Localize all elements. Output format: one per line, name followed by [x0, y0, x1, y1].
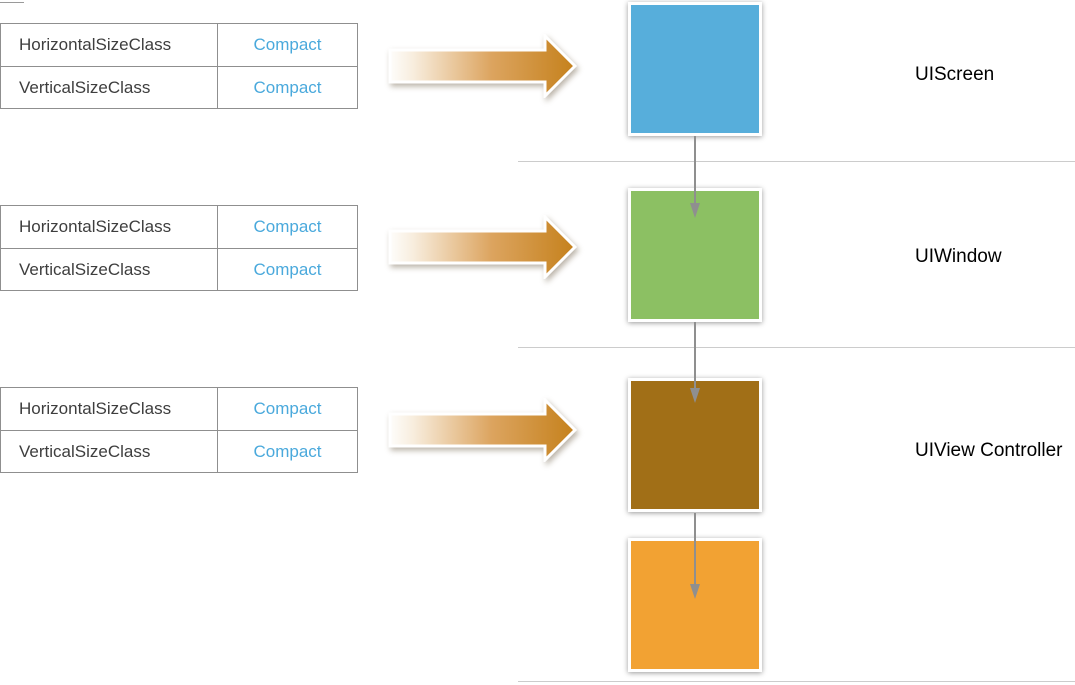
table-row: HorizontalSizeClass Compact: [1, 206, 357, 248]
uiviewcontroller-label: UIView Controller: [915, 440, 1063, 461]
down-arrow-connector: [690, 513, 700, 599]
uiscreen-node-square: [628, 2, 762, 136]
connector-line: [694, 513, 696, 585]
size-class-table-uiscreen: HorizontalSizeClass Compact VerticalSize…: [0, 23, 358, 109]
connector-line: [694, 136, 696, 204]
size-class-label: HorizontalSizeClass: [1, 24, 218, 66]
table-row: VerticalSizeClass Compact: [1, 430, 357, 472]
size-class-label: HorizontalSizeClass: [1, 206, 218, 248]
right-arrow-icon: [388, 398, 578, 462]
size-class-label: VerticalSizeClass: [1, 67, 218, 108]
right-arrow-icon: [388, 34, 578, 98]
size-class-label: HorizontalSizeClass: [1, 388, 218, 430]
connector-line: [694, 322, 696, 389]
table-row: VerticalSizeClass Compact: [1, 66, 357, 108]
table-row: HorizontalSizeClass Compact: [1, 24, 357, 66]
size-class-table-uiviewcontroller: HorizontalSizeClass Compact VerticalSize…: [0, 387, 358, 473]
section-divider-line: [518, 161, 1075, 162]
down-arrowhead-icon: [690, 203, 700, 218]
table-row: HorizontalSizeClass Compact: [1, 388, 357, 430]
size-class-value: Compact: [253, 399, 322, 418]
size-class-value: Compact: [253, 78, 322, 97]
section-divider-line: [518, 347, 1075, 348]
table-row: VerticalSizeClass Compact: [1, 248, 357, 290]
cropped-element-edge: [0, 2, 24, 3]
size-class-label: VerticalSizeClass: [1, 249, 218, 290]
section-divider-line: [518, 681, 1075, 682]
size-class-table-uiwindow: HorizontalSizeClass Compact VerticalSize…: [0, 205, 358, 291]
down-arrow-connector: [690, 322, 700, 403]
right-arrow-icon: [388, 215, 578, 279]
uiscreen-label: UIScreen: [915, 64, 995, 85]
uiwindow-label: UIWindow: [915, 246, 1002, 267]
size-class-value: Compact: [253, 260, 322, 279]
down-arrowhead-icon: [690, 584, 700, 599]
size-class-value: Compact: [253, 35, 322, 54]
down-arrowhead-icon: [690, 388, 700, 403]
down-arrow-connector: [690, 136, 700, 218]
size-class-label: VerticalSizeClass: [1, 431, 218, 472]
size-class-value: Compact: [253, 217, 322, 236]
size-class-value: Compact: [253, 442, 322, 461]
